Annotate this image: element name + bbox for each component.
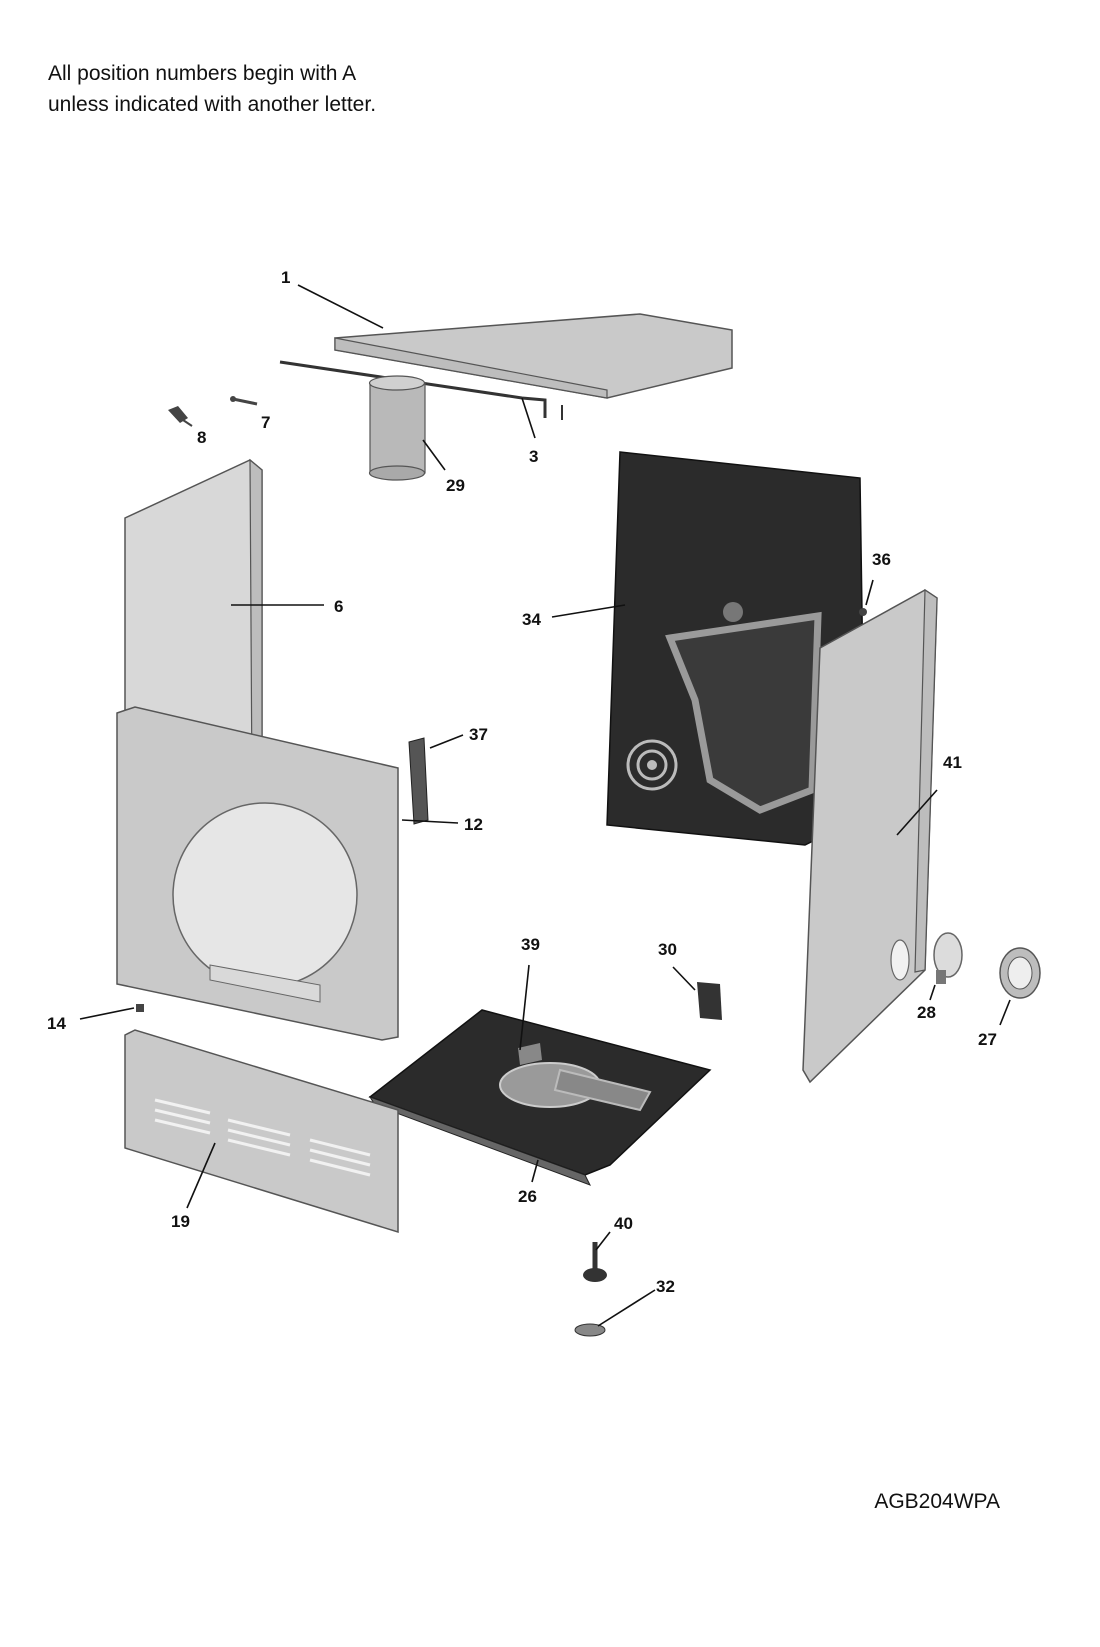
part-14-clip bbox=[136, 1004, 144, 1012]
callout-30: 30 bbox=[658, 940, 677, 959]
callout-39: 39 bbox=[521, 935, 540, 954]
part-27-exhaust-collar bbox=[999, 947, 1041, 999]
callout-1: 1 bbox=[281, 268, 290, 287]
part-12-front-panel bbox=[116, 706, 399, 1041]
part-37-bracket bbox=[408, 737, 429, 825]
part-1-top-panel bbox=[334, 313, 733, 399]
part-19-kick-panel bbox=[124, 1029, 399, 1234]
callout-19: 19 bbox=[171, 1212, 190, 1231]
callout-3: 3 bbox=[529, 447, 538, 466]
callout-34: 34 bbox=[522, 610, 541, 629]
part-40-leveling-leg bbox=[583, 1242, 607, 1282]
callout-14: 14 bbox=[47, 1014, 66, 1033]
header-note-line-2: unless indicated with another letter. bbox=[48, 93, 377, 116]
callout-8: 8 bbox=[197, 428, 206, 447]
callout-27: 27 bbox=[978, 1030, 997, 1049]
callout-40: 40 bbox=[614, 1214, 633, 1233]
header-note-line-1: All position numbers begin with A bbox=[48, 62, 357, 85]
model-number: AGB204WPA bbox=[874, 1490, 1000, 1513]
part-28-grommet bbox=[933, 932, 963, 984]
part-41-side-panel bbox=[802, 588, 938, 1084]
leader-lines bbox=[79, 284, 1011, 1327]
part-26-base-pan bbox=[368, 1009, 712, 1186]
part-36-screw bbox=[859, 608, 867, 616]
callout-29: 29 bbox=[446, 476, 465, 495]
part-39-bracket bbox=[518, 1043, 542, 1065]
callout-7: 7 bbox=[261, 413, 270, 432]
part-30-bracket bbox=[697, 982, 722, 1020]
part-29-duct-cylinder bbox=[368, 375, 426, 481]
part-8-screw bbox=[168, 406, 193, 427]
part-7-clip bbox=[230, 396, 258, 406]
callout-32: 32 bbox=[656, 1277, 675, 1296]
callout-6: 6 bbox=[334, 597, 343, 616]
callout-labels: 1 3 7 8 29 6 36 34 37 12 41 39 30 14 28 … bbox=[47, 268, 997, 1296]
callout-12: 12 bbox=[464, 815, 483, 834]
callout-37: 37 bbox=[469, 725, 488, 744]
part-32-leg-clip bbox=[574, 1323, 606, 1337]
callout-36: 36 bbox=[872, 550, 891, 569]
callout-26: 26 bbox=[518, 1187, 537, 1206]
callout-28: 28 bbox=[917, 1003, 936, 1022]
callout-41: 41 bbox=[943, 753, 962, 772]
header-note: All position numbers begin with A unless… bbox=[48, 58, 376, 120]
